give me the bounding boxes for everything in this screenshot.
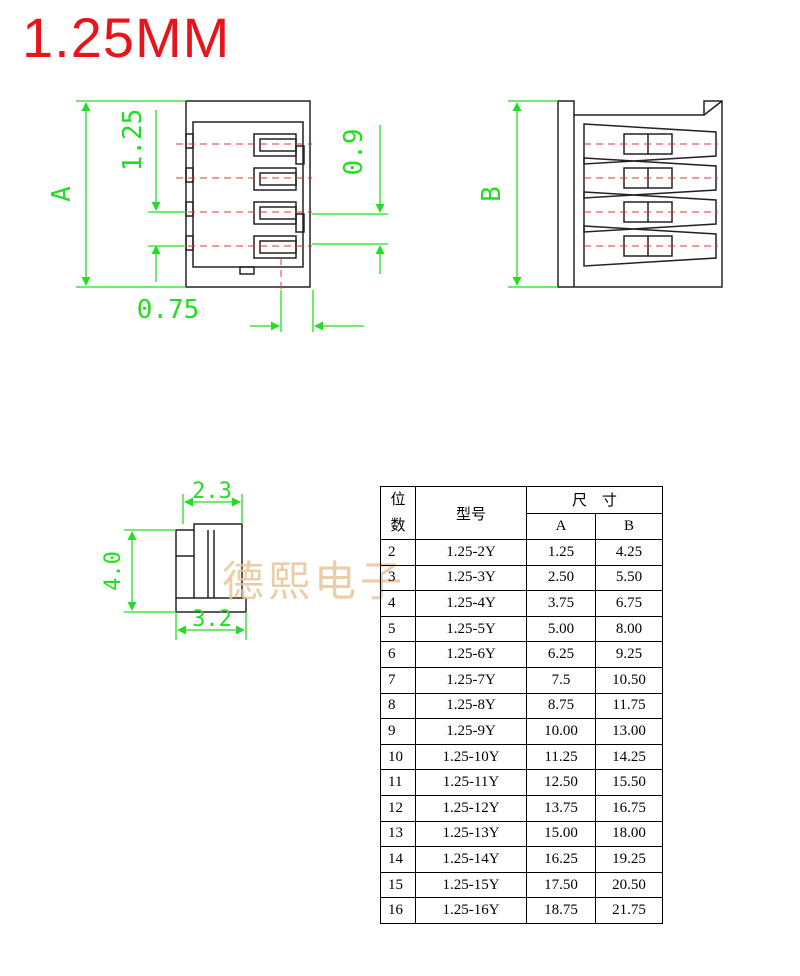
table-header-size: 尺 寸: [526, 486, 663, 514]
page-title: 1.25MM: [22, 6, 231, 69]
dimension-2-3-label: 2.3: [192, 479, 232, 504]
back-view-centerlines: [584, 143, 718, 247]
watermark-text: 德熙电子: [222, 557, 407, 606]
dimension-1-25-label: 1.25: [118, 109, 148, 172]
back-view: [557, 100, 723, 288]
table-header-b: B: [595, 512, 663, 540]
dimension-4-0-label: 4.0: [101, 551, 126, 591]
side-profile-dimensions: [124, 494, 247, 640]
table-header-positions: 位 数: [380, 486, 416, 540]
dimension-a-label: A: [47, 186, 77, 202]
back-view-dimensions: [508, 100, 558, 288]
table-header-model: 型号: [415, 486, 527, 540]
front-view-dimensions: [76, 100, 388, 332]
dimension-3-2-label: 3.2: [192, 607, 232, 632]
dimension-0-75-label: 0.75: [137, 295, 200, 325]
table-header-a: A: [526, 512, 596, 540]
dimension-0-9-label: 0.9: [339, 129, 369, 176]
front-view: [185, 100, 311, 288]
dimension-b-label: B: [477, 186, 507, 202]
front-view-centerlines: [176, 143, 312, 300]
